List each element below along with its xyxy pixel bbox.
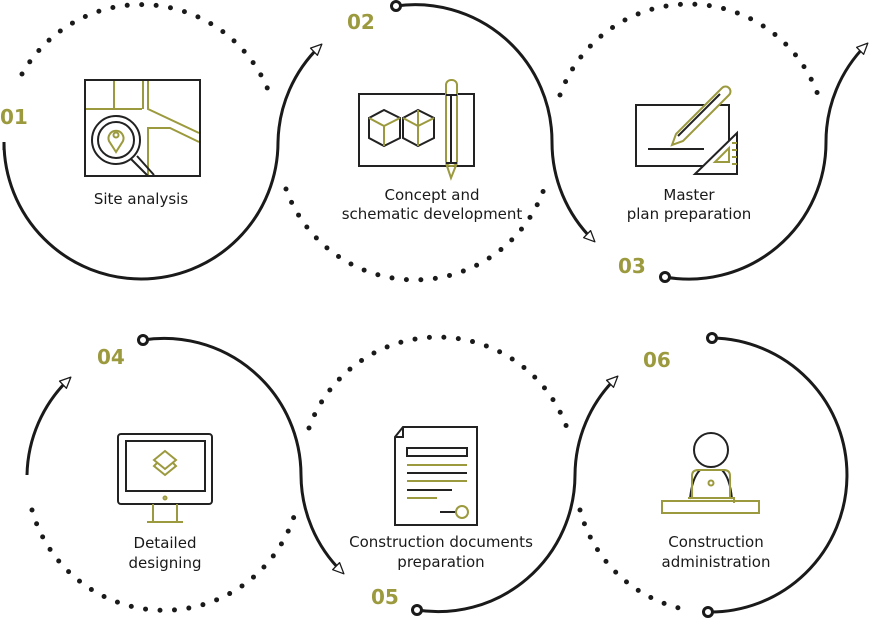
- flow-line-3-out: [664, 42, 869, 281]
- start-node-5: [411, 604, 423, 616]
- step-number-04: 04: [97, 345, 125, 369]
- step-label-02-line1: Concept and: [384, 186, 479, 204]
- start-node-2: [390, 0, 402, 12]
- step-label-05-line2: preparation: [397, 553, 484, 571]
- step-number-06: 06: [643, 348, 671, 372]
- dotted-arc-4: [29, 507, 299, 613]
- step-label-06-line2: administration: [662, 553, 771, 571]
- flow-line-2-3: [395, 3, 596, 243]
- person-laptop-icon: [661, 432, 760, 514]
- board-pencil-setsquare-icon: [635, 85, 738, 175]
- step-label-06-line1: Construction: [668, 533, 764, 551]
- step-number-01: 01: [0, 105, 28, 129]
- step-label-04-line1: Detailed: [134, 534, 197, 552]
- flow-line-1-2: [2, 43, 323, 281]
- step-number-03: 03: [618, 254, 646, 278]
- end-node-6: [702, 606, 714, 618]
- start-node-6: [706, 332, 718, 344]
- flow-line-in-4: [25, 376, 72, 476]
- flow-line-6: [707, 336, 849, 614]
- step-label-05-line1: Construction documents: [349, 533, 533, 551]
- cubes-pencil-icon: [358, 79, 475, 181]
- dotted-arc-5: [306, 334, 570, 431]
- monitor-layers-icon: [117, 433, 213, 523]
- flow-line-4-5: [142, 336, 345, 575]
- step-number-02: 02: [347, 10, 375, 34]
- step-label-04-line2: designing: [129, 554, 202, 572]
- start-node-3: [659, 271, 671, 283]
- step-label-02-line2: schematic development: [342, 205, 523, 223]
- step-label-03-line2: plan preparation: [627, 205, 752, 223]
- step-label-01: Site analysis: [94, 190, 188, 208]
- dotted-arc-3: [557, 1, 821, 98]
- start-node-4: [137, 334, 149, 346]
- step-number-05: 05: [371, 585, 399, 609]
- step-label-03-line1: Master: [663, 186, 715, 204]
- flow-line-5-6: [416, 375, 619, 614]
- dotted-arc-1: [19, 2, 273, 98]
- map-magnifier-icon: [84, 79, 201, 177]
- document-seal-icon: [394, 426, 478, 526]
